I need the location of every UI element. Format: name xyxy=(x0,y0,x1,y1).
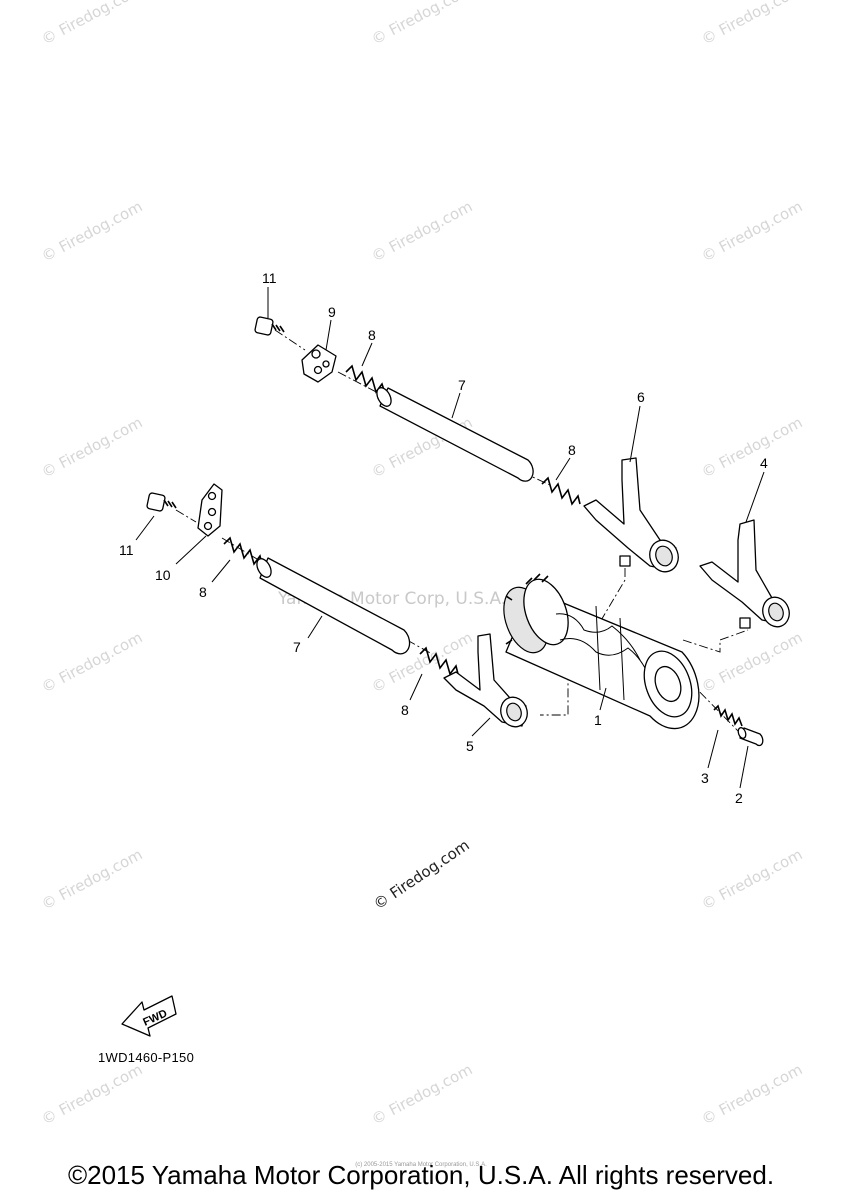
callout-2: 2 xyxy=(735,790,743,806)
watermark: © Firedog.com xyxy=(698,845,805,913)
leader-lines xyxy=(135,287,765,789)
callout-8: 8 xyxy=(368,327,376,343)
spring-upper-right xyxy=(541,476,581,506)
callout-11: 11 xyxy=(119,542,134,558)
watermark: © Firedog.com xyxy=(698,413,805,481)
shaft-upper xyxy=(376,387,534,482)
watermark: © Firedog.com xyxy=(698,0,805,49)
shaft-lower xyxy=(256,557,411,655)
watermark: © Firedog.com xyxy=(38,628,145,696)
watermark: © Firedog.com xyxy=(38,413,145,481)
bolt-lower xyxy=(146,492,177,512)
callout-4: 4 xyxy=(760,455,768,471)
callout-8: 8 xyxy=(199,584,207,600)
pin xyxy=(737,727,764,747)
copyright-notice: ©2015 Yamaha Motor Corporation, U.S.A. A… xyxy=(67,1160,775,1190)
callout-9: 9 xyxy=(328,304,336,320)
stopper-plate-lower xyxy=(197,483,223,537)
small-spring xyxy=(713,704,743,727)
spring-upper-left xyxy=(345,364,387,397)
shift-fork-right xyxy=(699,519,790,629)
watermark: © Firedog.com xyxy=(698,628,805,696)
center-watermark: © Firedog.com xyxy=(370,836,473,913)
watermark: © Firedog.com xyxy=(698,1060,805,1128)
callout-11: 11 xyxy=(262,270,277,286)
callout-10: 10 xyxy=(155,567,171,583)
callout-6: 6 xyxy=(637,389,645,405)
callout-8: 8 xyxy=(568,442,576,458)
fwd-arrow-icon: FWD xyxy=(121,995,177,1037)
watermark: © Firedog.com xyxy=(38,1060,145,1128)
watermark: © Firedog.com xyxy=(368,0,475,49)
shift-fork-upper xyxy=(583,457,679,573)
callout-8: 8 xyxy=(401,702,409,718)
watermark: © Firedog.com xyxy=(368,197,475,265)
callout-5: 5 xyxy=(466,738,474,754)
stopper-plate xyxy=(301,344,337,383)
callouts: 11 9 8 7 6 8 4 11 10 8 7 8 5 1 3 2 xyxy=(119,270,768,806)
watermark: © Firedog.com xyxy=(698,197,805,265)
watermark: © Firedog.com xyxy=(38,0,145,49)
watermark-grid: © Firedog.com © Firedog.com © Firedog.co… xyxy=(38,0,805,1129)
shift-fork-lower xyxy=(443,633,528,728)
diagram-code: 1WD1460-P150 xyxy=(98,1050,195,1065)
callout-3: 3 xyxy=(701,770,709,786)
copyright-small: (c) 2005-2015 Yamaha Motor Corporation, … xyxy=(355,1162,487,1168)
watermark: © Firedog.com xyxy=(38,197,145,265)
spring-lower-left xyxy=(223,536,263,566)
watermark: © Firedog.com xyxy=(368,1060,475,1128)
callout-7: 7 xyxy=(458,377,466,393)
bolt-upper xyxy=(254,316,285,336)
spring-lower-right xyxy=(419,646,459,676)
callout-7: 7 xyxy=(293,639,301,655)
shift-drum xyxy=(503,573,700,730)
watermark: © Firedog.com xyxy=(38,845,145,913)
callout-1: 1 xyxy=(594,712,602,728)
